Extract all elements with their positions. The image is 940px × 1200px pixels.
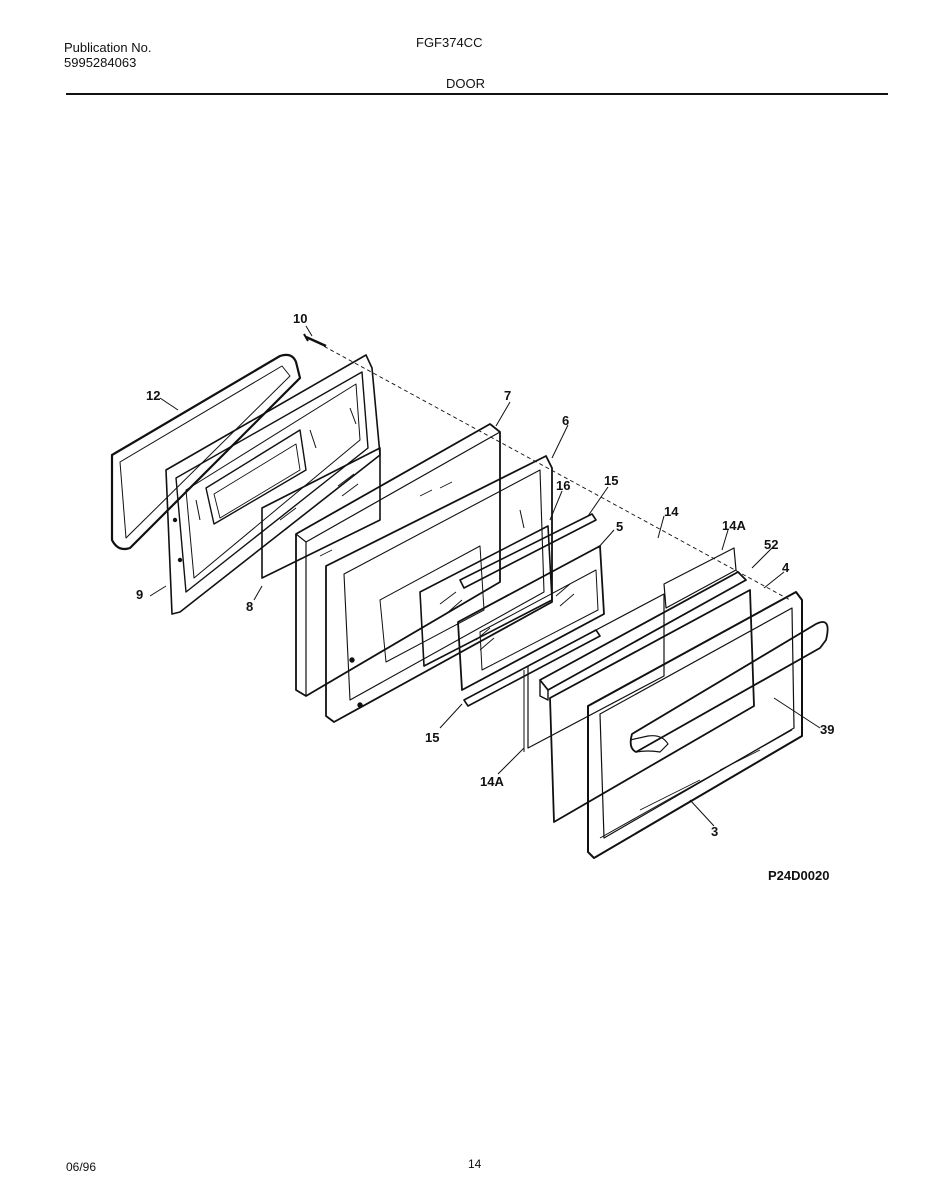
part-3-outer-frame [587, 591, 803, 859]
callout-4: 4 [782, 560, 790, 575]
callout-14: 14 [664, 504, 679, 519]
publication-number: 5995284063 [64, 55, 137, 70]
part-12-gasket [110, 353, 302, 551]
callout-39: 39 [820, 722, 835, 737]
callout-5: 5 [616, 519, 624, 534]
publication-label: Publication No. [64, 40, 152, 55]
part-9-inner-door [165, 354, 381, 615]
diagram-code: P24D0020 [768, 868, 830, 883]
footer-date: 06/96 [66, 1160, 97, 1174]
callout-6: 6 [562, 413, 570, 428]
part-6-liner [325, 455, 553, 723]
callout-12: 12 [146, 388, 161, 403]
leader-lines [149, 325, 821, 827]
part-15-retainer-top [459, 513, 597, 589]
part-16-inner-glass [419, 525, 553, 667]
page-number: 14 [468, 1157, 482, 1171]
model-number: FGF374CC [416, 35, 483, 50]
part-14a-strip [663, 547, 737, 609]
part-52-trim [539, 571, 747, 701]
callout-52: 52 [764, 537, 779, 552]
part-10-screw [303, 333, 327, 348]
callout-16: 16 [556, 478, 571, 493]
callout-10: 10 [293, 311, 308, 326]
callout-15-top: 15 [604, 473, 619, 488]
part-4-glass [549, 589, 755, 823]
callout-9: 9 [136, 587, 144, 602]
callout-14a-bottom: 14A [480, 774, 504, 789]
part-39-handle [629, 621, 829, 753]
part-5-outer-glass [457, 545, 605, 691]
callout-8: 8 [246, 599, 254, 614]
part-7-insulation [295, 423, 501, 697]
callout-14a-top: 14A [722, 518, 746, 533]
callout-7: 7 [504, 388, 512, 403]
part-15-retainer-bottom [463, 629, 601, 707]
header-rule [66, 93, 888, 95]
callout-15-bottom: 15 [425, 730, 440, 745]
part-8-glass [261, 447, 381, 579]
part-14-sheet [527, 593, 665, 749]
callout-3: 3 [711, 824, 719, 839]
alignment-axis [317, 342, 791, 601]
section-title: DOOR [446, 76, 485, 91]
